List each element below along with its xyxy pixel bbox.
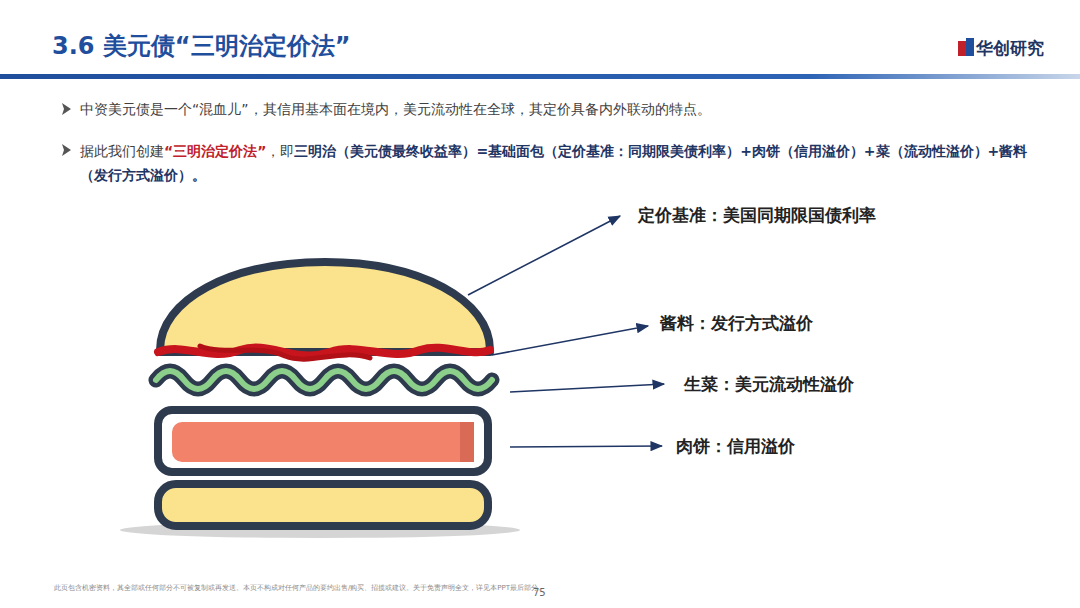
callout-label: 定价基准：美国同期限国债利率 [638, 204, 876, 227]
header-bar [0, 74, 1080, 79]
page-number: 75 [533, 587, 546, 598]
bullet-text: ，即 [266, 143, 294, 159]
bullet-arrow [62, 144, 71, 156]
sandwich-illustration [120, 262, 520, 538]
bullet-text: “三明治定价法” [164, 143, 266, 159]
disclaimer: 此页包含机密资料，其全部或任何部分不可被复制或再发送。本页不构成对任何产品的要约… [54, 583, 545, 593]
leader-line [468, 216, 664, 447]
logo-text: 华创研究 [976, 37, 1044, 60]
callout-label: 生菜：美元流动性溢价 [684, 373, 854, 396]
bullet-text: 中资美元债是一个“混血儿”，其信用基本面在境内，美元流动性在全球，其定价具备内外… [80, 99, 1060, 119]
callout-label: 酱料：发行方式溢价 [660, 312, 813, 335]
bullet-text: 据此我们创建 [80, 143, 164, 159]
callout-label: 肉饼：信用溢价 [676, 435, 795, 458]
bullet-paragraph: 据此我们创建“三明治定价法”，即三明治（美元债最终收益率）=基础面包（定价基准：… [80, 139, 1045, 187]
bullet-arrow [62, 103, 71, 115]
slide-title: 3.6 美元债“三明治定价法” [52, 30, 350, 62]
logo-icon [958, 38, 974, 56]
